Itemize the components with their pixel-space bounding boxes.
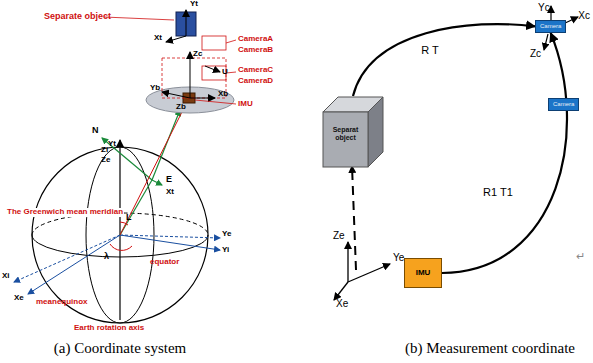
camera-ab-box (202, 36, 226, 50)
z-axis (119, 140, 120, 320)
axis-label: Ye (222, 230, 231, 239)
axis-label: Xc (578, 10, 590, 21)
u-axis (205, 66, 220, 72)
transform-arrow (442, 33, 567, 273)
axis-label: Ye (393, 252, 404, 263)
axis-label: ↵ (576, 250, 585, 262)
camera-label: CameraC (238, 66, 273, 75)
zc-axis (544, 34, 548, 50)
camera-frame (162, 58, 226, 98)
axis-label: Earth rotation axis (74, 324, 144, 333)
node-text: Separat object (325, 126, 366, 142)
camera-label: CameraD (238, 77, 273, 86)
node-text: IMU (416, 268, 431, 277)
axis-label: Yc (538, 2, 550, 13)
yi-axis (120, 235, 220, 250)
ye-axis-b (348, 264, 390, 282)
separate-object-label: Separate object (44, 12, 111, 22)
axis-label: equator (150, 258, 179, 267)
axis-label: U (222, 68, 228, 77)
lambda-arc (110, 244, 132, 250)
axis-label: Yb (150, 84, 160, 93)
axis-label: meanequinox (36, 298, 88, 307)
axis-label: N (92, 126, 99, 136)
axis-label: Zb (176, 103, 186, 112)
ze-axis-b (347, 242, 348, 282)
axis-label: Ze (333, 230, 345, 241)
leader-camera-ab (226, 40, 236, 43)
position-vector (120, 104, 186, 235)
camera-label: CameraB (238, 46, 273, 55)
xi-axis (14, 235, 120, 282)
axis-label: Yi (222, 246, 229, 255)
axis-label: Zi (101, 146, 108, 155)
caption: (b) Measurement coordinate (405, 340, 575, 357)
north-axis (102, 138, 152, 180)
axis-label: Yt (190, 0, 198, 9)
axis-label: Xi (2, 272, 10, 281)
axis-label: λ (104, 252, 109, 262)
object-y-axis (186, 10, 187, 36)
edge-label: R1 T1 (481, 186, 515, 198)
axis-label: Xt (154, 34, 162, 43)
imu-box: IMU (404, 258, 442, 288)
camera-label: CameraA (238, 35, 273, 44)
camera-box: Camera (535, 20, 566, 33)
body-z-axis (190, 52, 191, 98)
axis-label: Zc (530, 48, 541, 59)
local-radius (120, 180, 152, 235)
xe-axis (28, 235, 120, 294)
body-y-axis (162, 92, 190, 98)
body-x-axis (190, 98, 215, 99)
edge-label: R T (419, 44, 441, 56)
xe-axis-b (334, 282, 348, 300)
axis-label: Ze (101, 156, 110, 165)
axis-label: Zc (193, 50, 202, 59)
object-x-axis (166, 36, 186, 42)
axis-label: E (166, 175, 172, 185)
axis-label: The Greenwich mean meridian (6, 208, 124, 217)
camera-box: Camera (548, 98, 579, 111)
node-text: Camera (540, 23, 561, 30)
axis-label: Yt (108, 140, 116, 149)
imu-label: IMU (238, 100, 253, 109)
east-axis (152, 180, 162, 185)
up-axis (152, 110, 180, 180)
leader-object (104, 17, 174, 20)
axis-label: Xt (166, 188, 174, 197)
axis-label: Xe (336, 298, 348, 309)
position-dashed (352, 166, 356, 270)
transform-arrow (353, 24, 535, 96)
axis-label: L (126, 213, 132, 223)
axis-label: Xb (218, 90, 228, 99)
leader-imu (195, 100, 236, 104)
node-text: Camera (553, 101, 574, 108)
axis-label: Xe (14, 294, 24, 303)
object-cube: Separat object (322, 96, 384, 168)
caption: (a) Coordinate system (54, 340, 186, 357)
